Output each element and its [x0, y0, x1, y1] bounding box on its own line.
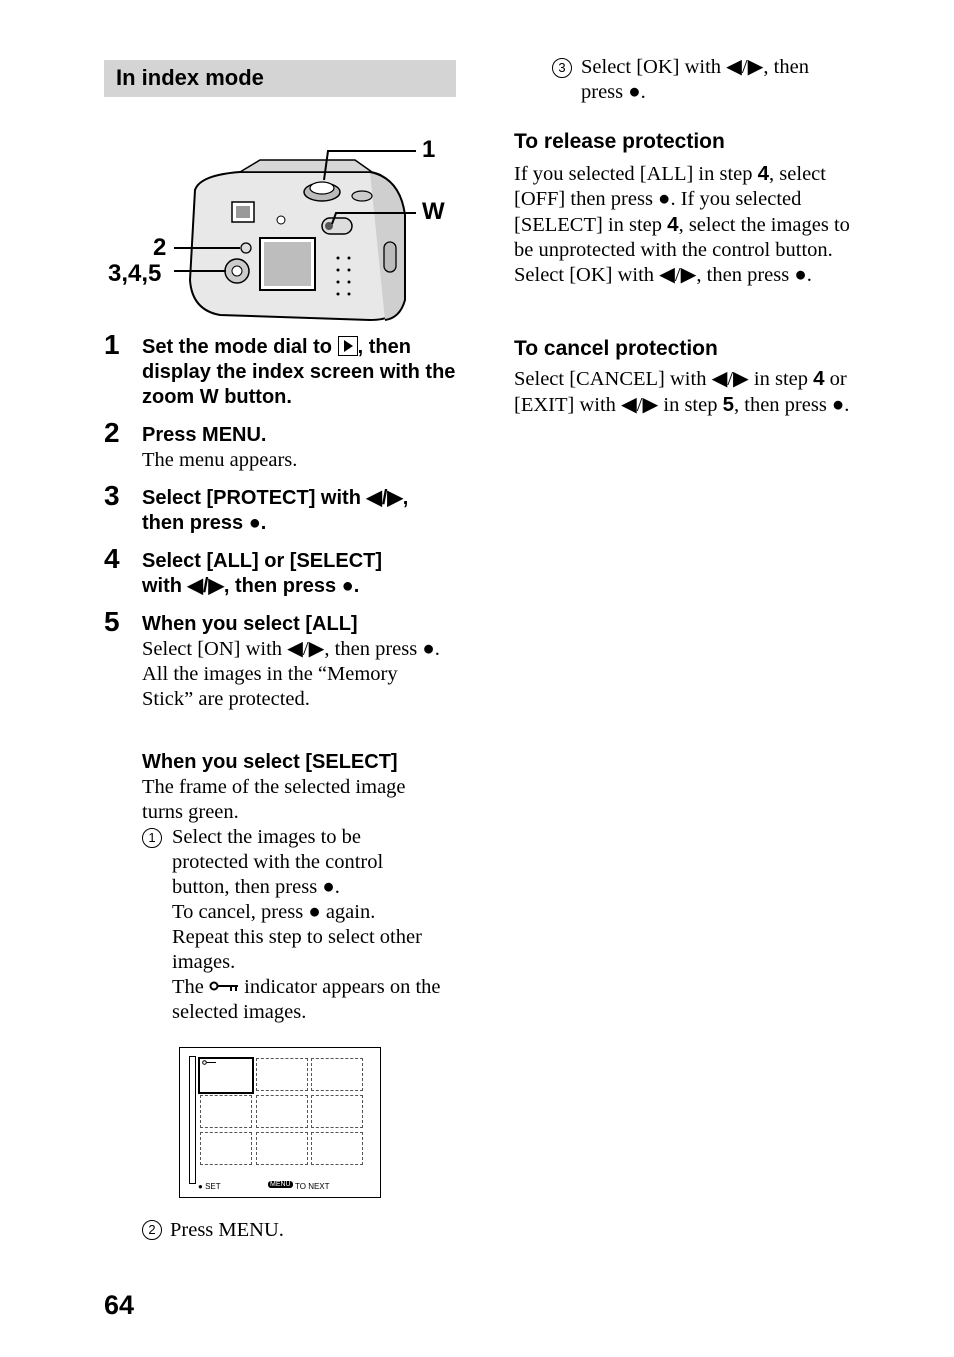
step-1-title: Set the mode dial to , then display the … [142, 336, 456, 408]
step-3-title-line1: Select [PROTECT] with ◀/▶, [142, 487, 409, 509]
select-section-title: When you select [SELECT] [142, 751, 398, 773]
screen-cell [311, 1095, 363, 1128]
step-4-title-line1: Select [ALL] or [SELECT] [142, 550, 383, 572]
cancel-protection-text: Select [CANCEL] with ◀/▶ in step 4 or [E… [514, 367, 850, 416]
section-heading: In index mode [104, 60, 456, 97]
step-3-substep: 3 Select [OK] with ◀/▶, then press ●. [552, 55, 852, 105]
select-item-2: 2 Press MENU. [104, 1218, 464, 1243]
step-2-body: The menu appears. [142, 449, 298, 471]
select-item-1: 1 Select the images to be protected with… [142, 825, 457, 1025]
step-2: 2 Press MENU. The menu appears. [104, 417, 464, 473]
step-5: 5 When you select [ALL] Select [ON] with… [104, 606, 464, 712]
screen-menu-badge: MENU [268, 1181, 293, 1188]
step-number: 2 [104, 417, 120, 448]
step-number: 4 [104, 543, 120, 574]
select-item-1-line2: To cancel, press ● again. [172, 901, 376, 923]
screen-cell [200, 1095, 252, 1128]
screen-cell [311, 1058, 363, 1091]
select-item-1-line4: The indicator appears on the selected im… [172, 976, 441, 1023]
screen-cell [311, 1132, 363, 1165]
release-protection-section: To release protection If you selected [A… [514, 129, 859, 288]
screen-cell [256, 1095, 308, 1128]
callout-3-4-5: 3,4,5 [108, 260, 162, 287]
screen-cell [200, 1132, 252, 1165]
select-item-2-text: Press MENU. [170, 1219, 284, 1241]
camera-illustration: 1 W 2 3,4,5 [100, 130, 460, 330]
step-5-body-1: Select [ON] with ◀/▶, then press ●. [142, 638, 440, 660]
callout-w: W [422, 198, 445, 225]
callout-1: 1 [422, 136, 436, 163]
release-protection-title: To release protection [514, 130, 725, 153]
step-3-title-line2: then press ●. [142, 512, 267, 534]
select-section: When you select [SELECT] The frame of th… [104, 750, 464, 1025]
camera-drawing [174, 150, 416, 322]
index-screen-illustration: ● SET MENU TO NEXT [179, 1047, 381, 1198]
step-4-title-line2: with ◀/▶, then press ●. [142, 575, 360, 597]
step-4: 4 Select [ALL] or [SELECT] with ◀/▶, the… [104, 543, 464, 599]
step-2-title: Press MENU. [142, 424, 267, 446]
section-heading-text: In index mode [116, 65, 264, 90]
cancel-protection-section: To cancel protection Select [CANCEL] wit… [514, 336, 859, 418]
step-5-title: When you select [ALL] [142, 613, 358, 635]
select-section-intro: The frame of the selected image turns gr… [142, 776, 406, 823]
scroll-bar [189, 1056, 196, 1184]
circled-number-3: 3 [552, 58, 572, 78]
step-number: 5 [104, 606, 120, 637]
screen-cell [256, 1132, 308, 1165]
circled-number-1: 1 [142, 828, 162, 848]
step-number: 1 [104, 329, 120, 360]
callout-2: 2 [153, 234, 167, 261]
select-item-1-line1: Select the images to be protected with t… [172, 826, 384, 898]
page-number: 64 [104, 1290, 135, 1320]
step-5-body-2: All the images in the “Memory Stick” are… [142, 663, 398, 710]
cancel-protection-title: To cancel protection [514, 337, 718, 360]
circled-number-2: 2 [142, 1220, 162, 1240]
screen-cell [256, 1058, 308, 1091]
select-item-1-line3: Repeat this step to select other images. [172, 926, 422, 973]
screen-cell-selected [198, 1057, 254, 1094]
release-protection-text: If you selected [ALL] in step 4, select … [514, 162, 850, 286]
protect-key-icon [209, 981, 238, 991]
step-3-substep-text: Select [OK] with ◀/▶, then press ●. [581, 56, 809, 103]
step-3: 3 Select [PROTECT] with ◀/▶, then press … [104, 480, 464, 536]
playback-icon [337, 336, 358, 356]
step-1: 1 Set the mode dial to , then display th… [104, 329, 464, 410]
protect-key-icon [202, 1060, 216, 1065]
screen-set-label: ● SET [198, 1182, 221, 1191]
step-number: 3 [104, 480, 120, 511]
screen-next-label: TO NEXT [295, 1182, 330, 1191]
